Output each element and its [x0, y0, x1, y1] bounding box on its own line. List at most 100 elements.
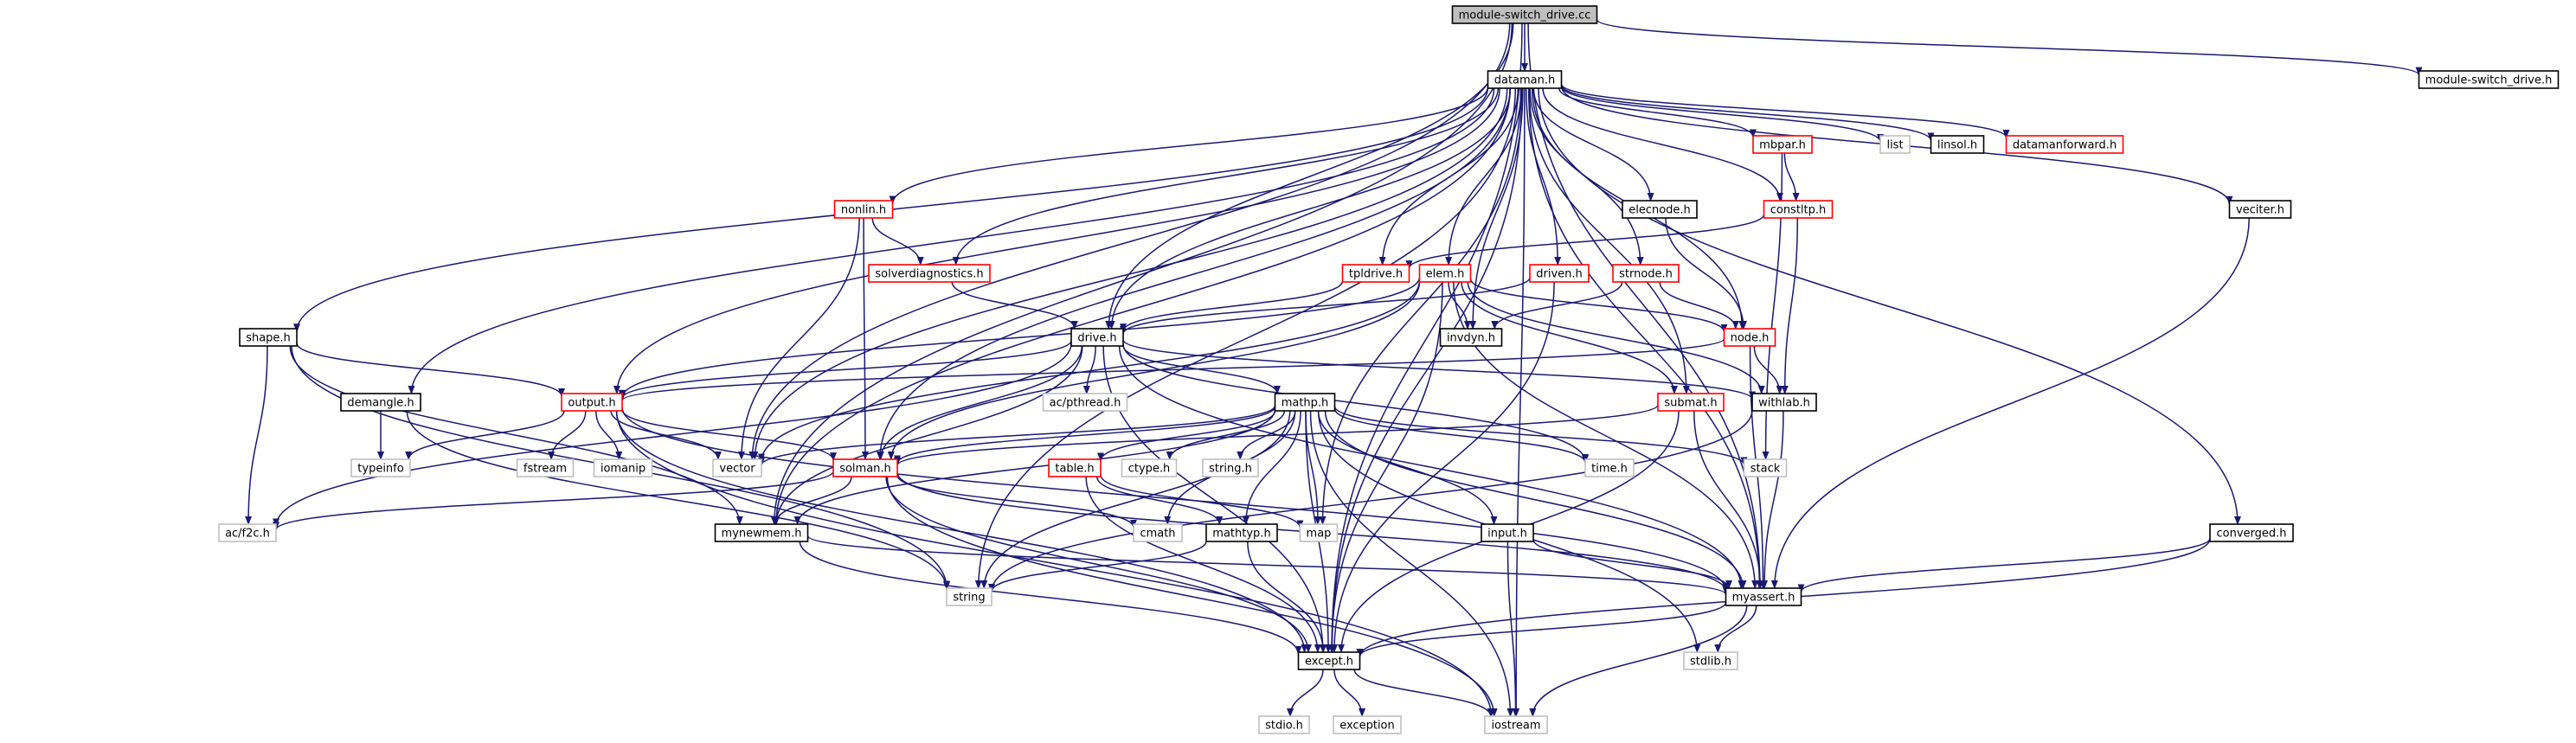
node-label: drive.h — [1077, 332, 1116, 345]
edge-except-h-to-exception — [1333, 669, 1366, 717]
edge-output-h-to-typeinfo — [405, 410, 565, 460]
node-label: exception — [1339, 720, 1395, 733]
node-nonlin-h[interactable]: nonlin.h — [833, 200, 894, 219]
node-mathtyp-h[interactable]: mathtyp.h — [1205, 523, 1278, 542]
node-box — [2005, 135, 2124, 154]
node-label: tpldrive.h — [1349, 268, 1403, 281]
node-linsol-h[interactable]: linsol.h — [1930, 135, 1985, 154]
edge-dataman-h-to-list — [1560, 86, 1884, 144]
node-label: submat.h — [1664, 397, 1717, 410]
node-elem-h[interactable]: elem.h — [1418, 264, 1472, 283]
node-solverdiagnostics-h[interactable]: solverdiagnostics.h — [868, 264, 991, 283]
node-drive-h[interactable]: drive.h — [1070, 328, 1124, 347]
node-solman-h[interactable]: solman.h — [832, 458, 898, 477]
node-label: invdyn.h — [1447, 332, 1495, 345]
edge-output-h-to-vector — [610, 410, 722, 460]
node-box — [1333, 715, 1402, 734]
node-constltp-h[interactable]: constltp.h — [1763, 200, 1834, 219]
edge-input-h-to-myassert-h — [1532, 539, 1732, 589]
edge-strnode-h-to-node-h — [1659, 281, 1739, 330]
node-label: time.h — [1591, 463, 1628, 476]
edge-dataman-h-to-map — [1319, 87, 1522, 525]
node-module-switch-drive-h[interactable]: module-switch_drive.h — [2418, 70, 2560, 89]
edge-withlab-h-to-myassert-h — [1761, 410, 1784, 589]
node-datamanforward-h[interactable]: datamanforward.h — [2005, 135, 2124, 154]
edge-driven-h-to-drive-h — [1120, 277, 1531, 335]
node-strnode-h[interactable]: strnode.h — [1612, 264, 1680, 283]
edge-shape-h-to-ac-f2c-h — [245, 345, 268, 525]
node-fstream: fstream — [516, 458, 575, 477]
edge-mathp-h-to-mynewmem-h — [793, 409, 1276, 525]
node-label: shape.h — [246, 332, 291, 345]
node-label: string — [953, 592, 985, 605]
node-myassert-h[interactable]: myassert.h — [1725, 587, 1802, 606]
node-label: iomanip — [601, 463, 646, 476]
node-tpldrive-h[interactable]: tpldrive.h — [1341, 264, 1410, 283]
node-label: ac/f2c.h — [225, 528, 270, 541]
edge-dataman-h-to-drive-h — [1108, 87, 1512, 330]
node-ac-pthread-h: ac/pthread.h — [1042, 393, 1128, 412]
node-label: elem.h — [1426, 268, 1465, 281]
node-label: vector — [719, 463, 755, 476]
node-veciter-h[interactable]: veciter.h — [2228, 200, 2292, 219]
node-label: cmath — [1140, 528, 1175, 541]
node-list: list — [1879, 135, 1911, 154]
node-label: solverdiagnostics.h — [875, 268, 983, 281]
node-mathp-h[interactable]: mathp.h — [1274, 393, 1336, 412]
node-label: mathtyp.h — [1212, 528, 1270, 541]
node-box — [1487, 70, 1563, 89]
node-box — [1879, 135, 1911, 154]
node-string-h: string.h — [1202, 458, 1259, 477]
edge-mathp-h-to-mathtyp-h — [1242, 410, 1301, 525]
node-elecnode-h[interactable]: elecnode.h — [1622, 200, 1698, 219]
node-withlab-h[interactable]: withlab.h — [1751, 393, 1817, 412]
edge-elem-h-to-invdyn-h — [1448, 281, 1471, 330]
edge-elem-h-to-output-h — [619, 277, 1421, 399]
edge-solman-h-to-iostream — [886, 476, 1498, 717]
node-output-h[interactable]: output.h — [561, 393, 623, 412]
node-box — [1763, 200, 1834, 219]
node-label: node.h — [1731, 332, 1770, 345]
node-node-h[interactable]: node.h — [1723, 328, 1776, 347]
node-submat-h[interactable]: submat.h — [1657, 393, 1725, 412]
edge-drive-h-to-mynewmem-h — [773, 345, 1083, 525]
node-box — [1752, 135, 1813, 154]
node-box — [1529, 264, 1590, 283]
node-driven-h[interactable]: driven.h — [1529, 264, 1590, 283]
edge-dataman-h-to-linsol-h — [1560, 85, 1935, 142]
edge-except-h-to-stdio-h — [1287, 669, 1324, 717]
node-table-h[interactable]: table.h — [1048, 458, 1102, 477]
node-label: module-switch_drive.h — [2425, 74, 2553, 87]
node-box — [1258, 715, 1310, 734]
edge-constltp-h-to-withlab-h — [1781, 217, 1799, 394]
edge-dataman-h-to-elecnode-h — [1532, 87, 1654, 202]
edge-dataman-h-to-iostream — [1513, 87, 1526, 717]
node-root[interactable]: module-switch_drive.cc — [1451, 5, 1598, 24]
edge-mathp-h-to-solman-h — [894, 406, 1276, 464]
node-demangle-h[interactable]: demangle.h — [340, 393, 421, 412]
edge-myassert-h-to-stdlib-h — [1714, 605, 1757, 653]
edge-myassert-h-to-iostream — [1529, 605, 1748, 717]
node-box — [2209, 523, 2294, 542]
edge-table-h-to-map — [1100, 474, 1304, 529]
edge-root-to-vector — [748, 22, 1511, 460]
node-iostream: iostream — [1484, 715, 1548, 734]
edge-dataman-h-to-driven-h — [1526, 87, 1562, 266]
node-mbpar-h[interactable]: mbpar.h — [1752, 135, 1813, 154]
node-box — [1274, 393, 1336, 412]
node-box — [239, 328, 298, 347]
node-mynewmem-h[interactable]: mynewmem.h — [714, 523, 809, 542]
edge-node-h-to-output-h — [619, 338, 1725, 402]
node-shape-h[interactable]: shape.h — [239, 328, 298, 347]
node-label: constltp.h — [1770, 204, 1827, 217]
edge-mathp-h-to-table-h — [1097, 410, 1276, 462]
node-converged-h[interactable]: converged.h — [2209, 523, 2294, 542]
edge-drive-h-to-solman-h — [877, 345, 1082, 460]
node-invdyn-h[interactable]: invdyn.h — [1439, 328, 1503, 347]
node-input-h[interactable]: input.h — [1481, 523, 1534, 542]
edge-mathp-h-to-time-h — [1333, 408, 1589, 464]
node-dataman-h[interactable]: dataman.h — [1487, 70, 1563, 89]
node-box — [1481, 523, 1534, 542]
node-except-h[interactable]: except.h — [1297, 651, 1361, 670]
edge-mynewmem-h-to-myassert-h — [806, 535, 1730, 596]
